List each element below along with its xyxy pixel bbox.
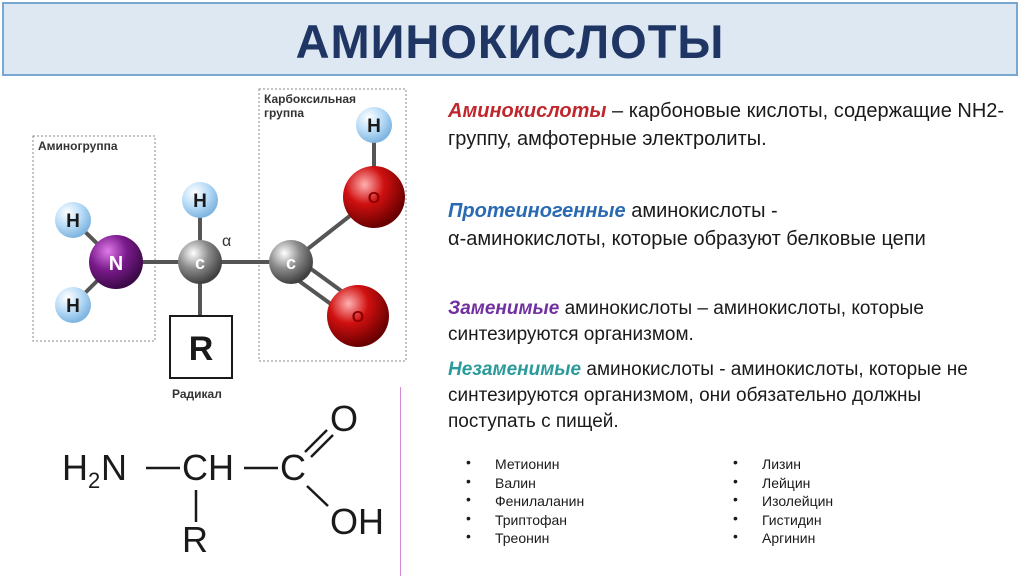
svg-text:H: H (193, 191, 207, 212)
list-item: Лизин (733, 453, 833, 474)
formula-bonds (146, 429, 334, 522)
formula-o: O (330, 398, 358, 439)
oxygen-atom: O (343, 166, 405, 228)
svg-text:c: c (286, 253, 296, 273)
list-item: Триптофан (466, 509, 584, 530)
nonessential-paragraph: Заменимые аминокислоты – аминокислоты, к… (448, 296, 1008, 348)
formula-c: C (280, 447, 306, 488)
formula-sub-2: 2 (88, 468, 100, 493)
hydrogen-atom: H (356, 107, 392, 143)
term-essential: Незаменимые (448, 359, 582, 380)
carboxyl-group-box (258, 88, 407, 362)
hydrogen-atom: H (55, 202, 91, 238)
divider (400, 387, 401, 576)
nonessential-text: аминокислоты – аминокислоты, которые син… (448, 298, 924, 345)
essential-text: аминокислоты - аминокислоты, которые не … (448, 359, 968, 432)
essential-paragraph: Незаменимые аминокислоты - аминокислоты,… (448, 357, 1008, 435)
svg-text:H: H (66, 296, 80, 317)
svg-text:N: N (109, 253, 123, 275)
term-amino-acids: Аминокислоты (448, 100, 607, 122)
formula-ch: CH (182, 447, 234, 488)
structural-formula: H 2 N CH C O OH R (62, 398, 384, 560)
list-item: Валин (466, 472, 584, 493)
svg-text:c: c (195, 253, 205, 273)
definition-text: – карбоновые кислоты, содержащие NH2-гру… (448, 100, 1005, 150)
svg-text:O: O (352, 309, 364, 326)
carboxyl-label-2: группа (264, 106, 304, 120)
page-title: АМИНОКИСЛОТЫ (295, 15, 725, 68)
nitrogen-atom: N (89, 235, 143, 289)
formula-h: H (62, 447, 88, 488)
list-item: Треонин (466, 527, 584, 548)
proteinogenic-paragraph: Протеиногенные аминокислоты - α-аминокисл… (448, 197, 1008, 253)
svg-text:H: H (367, 116, 381, 137)
formula-n: N (101, 447, 127, 488)
svg-text:H: H (66, 211, 80, 232)
proteinogenic-text-2: -аминокислоты, которые образуют белковые… (459, 228, 926, 250)
list-item: Фенилаланин (466, 490, 584, 511)
hydrogen-atom: H (55, 287, 91, 323)
term-nonessential: Заменимые (448, 298, 560, 319)
radical-box (169, 315, 233, 379)
svg-text:O: O (368, 190, 380, 207)
title-bar: АМИНОКИСЛОТЫ (2, 2, 1018, 76)
list-item: Аргинин (733, 527, 833, 548)
radical-label: Радикал (172, 387, 222, 401)
proteinogenic-text-1: аминокислоты - (625, 200, 778, 222)
formula-r: R (182, 519, 208, 560)
definition-paragraph: Аминокислоты – карбоновые кислоты, содер… (448, 97, 1008, 153)
hydrogen-atom: H (182, 182, 218, 218)
carbon-atom: c (178, 240, 222, 284)
essential-list-right: Лизин Лейцин Изолейцин Гистидин Аргинин (733, 453, 833, 548)
amino-group-box (32, 135, 156, 342)
list-item: Изолейцин (733, 490, 833, 511)
list-item: Гистидин (733, 509, 833, 530)
term-proteinogenic: Протеиногенные (448, 200, 626, 222)
alpha-symbol: α (448, 228, 460, 250)
molecule-diagram: Карбоксильная группа Аминогруппа α H H H… (32, 88, 407, 401)
list-item: Лейцин (733, 472, 833, 493)
radical-symbol: R (189, 330, 214, 368)
amino-group-label: Аминогруппа (38, 139, 118, 153)
oxygen-atom: O (327, 285, 389, 347)
list-item: Метионин (466, 453, 584, 474)
carbon-atom: c (269, 240, 313, 284)
essential-list-left: Метионин Валин Фенилаланин Триптофан Тре… (466, 453, 584, 548)
formula-oh: OH (330, 501, 384, 542)
alpha-label: α (222, 233, 231, 250)
carboxyl-label: Карбоксильная (264, 92, 356, 106)
